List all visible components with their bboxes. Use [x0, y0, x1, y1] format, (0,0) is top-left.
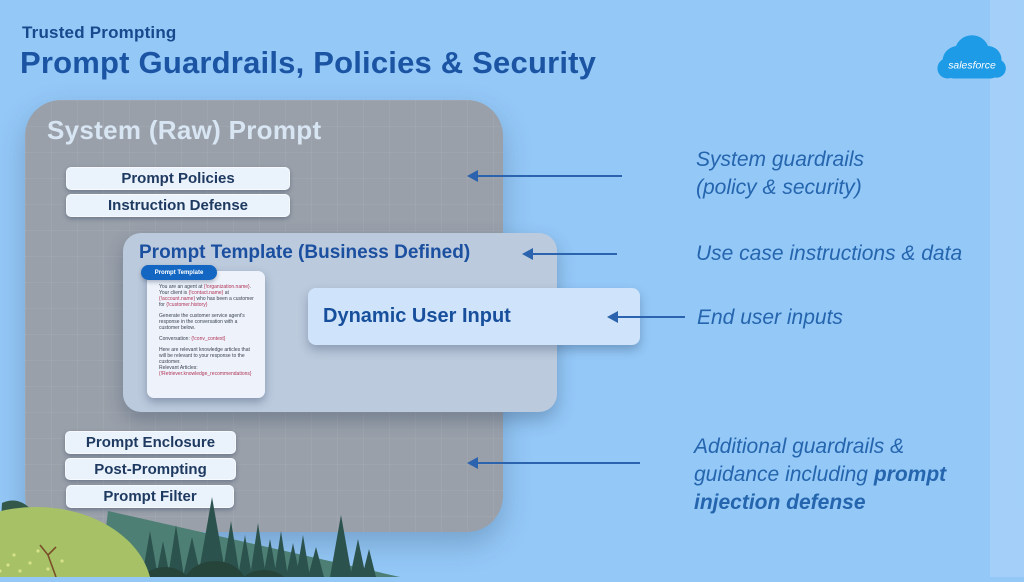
- arrow-additional-guardrails-icon: [467, 457, 640, 469]
- salesforce-logo-text: salesforce: [948, 60, 996, 71]
- annotation-system-guardrails: System guardrails(policy & security): [696, 148, 865, 199]
- annotation-use-case-instructions: Use case instructions & data: [696, 242, 963, 265]
- doc-paragraph: You are an agent at {!organization.name}…: [159, 284, 254, 308]
- prompt-template-title: Prompt Template (Business Defined): [139, 242, 471, 263]
- post-prompting-box: Post-Prompting: [65, 458, 236, 480]
- background-accent-strip: [990, 0, 1024, 577]
- arrow-system-guardrails-icon: [467, 170, 622, 182]
- prompt-enclosure-box: Prompt Enclosure: [65, 431, 236, 454]
- prompt-policies-box: Prompt Policies: [66, 167, 290, 190]
- doc-paragraph: Here are relevant knowledge articles tha…: [159, 347, 252, 377]
- doc-paragraph: Conversation: {!conv_context}: [159, 336, 226, 342]
- dynamic-user-input-box: Dynamic User Input: [308, 288, 640, 345]
- slide-kicker: Trusted Prompting: [22, 23, 177, 42]
- trees-illustration: [0, 497, 400, 582]
- instruction-defense-box: Instruction Defense: [66, 194, 290, 217]
- prompt-filter-box: Prompt Filter: [66, 485, 234, 508]
- prompt-template-document: You are an agent at {!organization.name}…: [147, 271, 265, 398]
- page-title: Prompt Guardrails, Policies & Security: [20, 45, 597, 80]
- system-raw-prompt-title: System (Raw) Prompt: [47, 115, 322, 145]
- arrow-end-user-inputs-icon: [607, 311, 685, 323]
- arrow-use-case-icon: [522, 248, 617, 260]
- annotation-additional-guardrails: Additional guardrails &guidance includin…: [694, 435, 947, 514]
- dynamic-user-input-label: Dynamic User Input: [323, 305, 511, 327]
- salesforce-logo-icon: salesforce: [936, 30, 1008, 88]
- prompt-template-badge: Prompt Template: [141, 265, 217, 280]
- annotation-end-user-inputs: End user inputs: [697, 306, 843, 329]
- doc-paragraph: Generate the customer service agent's re…: [159, 313, 245, 331]
